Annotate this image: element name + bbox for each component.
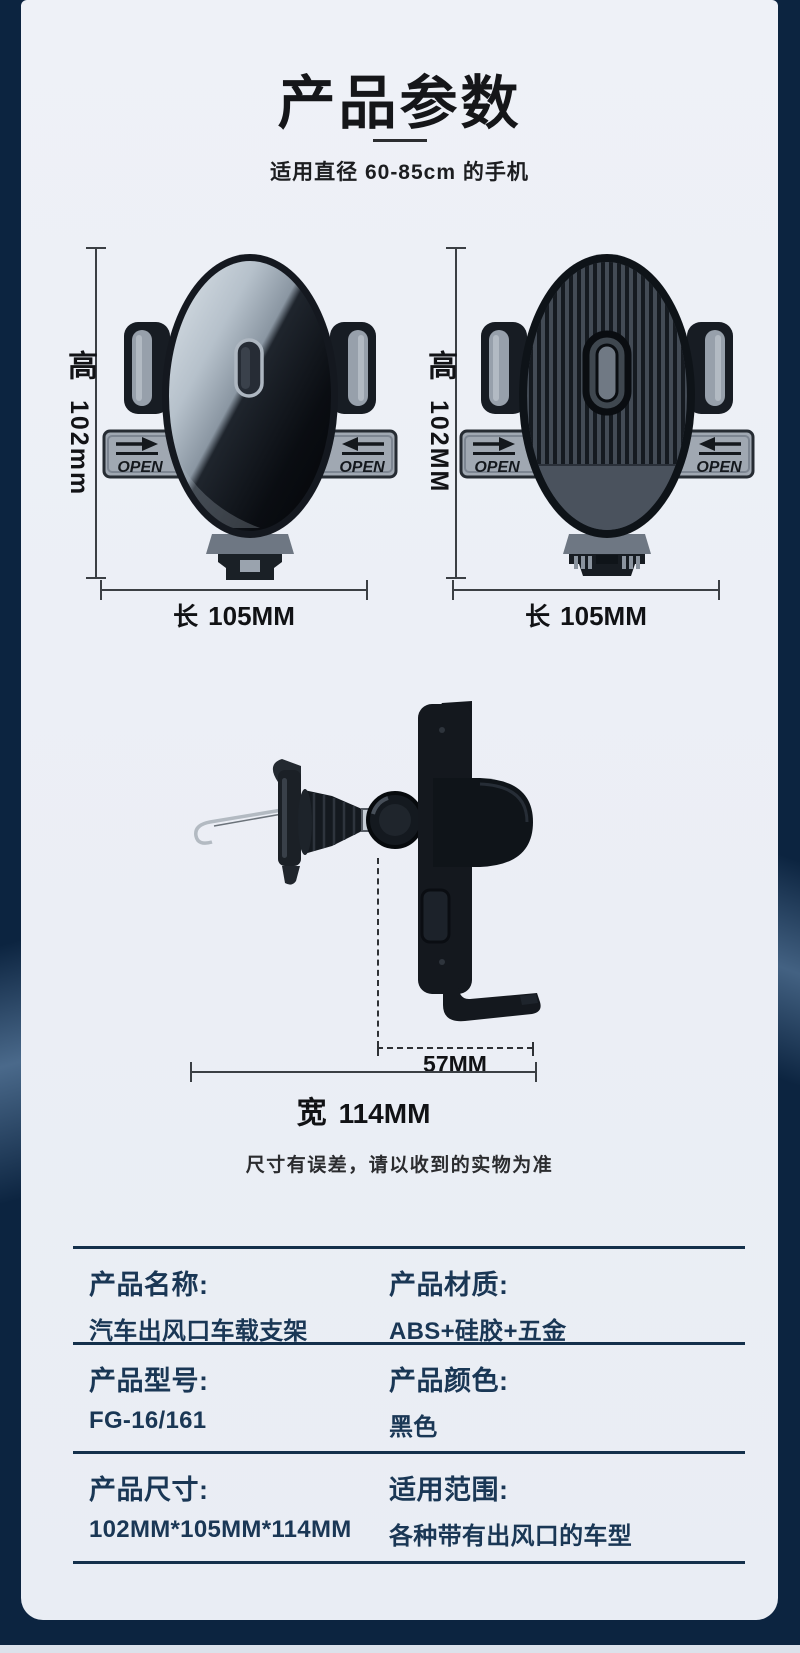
spec-cell-model: 产品型号: FG-16/161	[89, 1359, 389, 1451]
ball-joint-disc	[366, 791, 424, 849]
vent-clip	[272, 759, 301, 885]
side-view-illustration	[194, 701, 541, 1022]
depth-dimension-dashed-line	[377, 1042, 534, 1056]
vent-hook-wire	[194, 808, 283, 845]
front-cradle-face	[162, 254, 338, 538]
spec-value: 102MM*105MM*114MM	[89, 1516, 352, 1543]
width-dimension-line	[190, 1062, 537, 1082]
front-clamp-right	[330, 322, 376, 414]
back-length-char: 长	[525, 603, 551, 631]
back-length-dimension-line	[452, 580, 720, 600]
front-height-value: 102mm	[65, 400, 93, 497]
spec-label: 产品名称:	[89, 1270, 209, 1300]
frame-highlight-right	[777, 840, 800, 1100]
front-length-value: 105MM	[208, 601, 295, 631]
spec-label: 产品型号:	[89, 1366, 209, 1396]
title-underline	[372, 139, 427, 142]
open-label: OPEN	[474, 459, 520, 476]
spec-row-1: 产品名称: 汽车出风口车载支架 产品材质: ABS+硅胶+五金	[73, 1246, 745, 1345]
front-height-dimension-line	[86, 247, 106, 579]
spec-value: 汽车出风口车载支架	[89, 1318, 308, 1345]
back-height-dimension-line	[446, 247, 466, 579]
spec-table: 产品名称: 汽车出风口车载支架 产品材质: ABS+硅胶+五金 产品型号: FG…	[73, 1246, 745, 1564]
spec-label: 产品颜色:	[389, 1366, 509, 1396]
spec-value: FG-16/161	[89, 1407, 207, 1434]
spec-value: 各种带有出风口的车型	[389, 1523, 632, 1550]
spec-cell-material: 产品材质: ABS+硅胶+五金	[389, 1263, 745, 1346]
front-view-illustration: OPEN OPEN	[102, 254, 398, 580]
spec-cell-applicable-range: 适用范围: 各种带有出风口的车型	[389, 1468, 745, 1561]
back-length-label: 长 105MM	[452, 597, 720, 633]
spec-label: 产品尺寸:	[89, 1475, 209, 1505]
open-label: OPEN	[339, 459, 385, 476]
front-height-label: 高 102mm	[57, 350, 101, 497]
page-subtitle: 适用直径 60-85cm 的手机	[270, 161, 529, 184]
spec-label: 产品材质:	[389, 1270, 509, 1300]
open-label: OPEN	[696, 459, 742, 476]
spec-row-3: 产品尺寸: 102MM*105MM*114MM 适用范围: 各种带有出风口的车型	[73, 1451, 745, 1561]
release-latch	[420, 888, 451, 944]
front-length-label: 长 105MM	[100, 597, 368, 633]
frame-highlight-left	[0, 930, 21, 1230]
open-label: OPEN	[117, 459, 163, 476]
spec-cell-product-name: 产品名称: 汽车出风口车载支架	[89, 1263, 389, 1346]
front-base-clip	[206, 534, 294, 580]
back-view-illustration: OPEN OPEN	[459, 254, 755, 576]
next-section-strip	[0, 1645, 800, 1653]
size-disclaimer-note: 尺寸有误差，请以收到的实物为准	[245, 1155, 554, 1176]
spec-row-2: 产品型号: FG-16/161 产品颜色: 黑色	[73, 1342, 745, 1451]
back-height-char: 高	[423, 350, 456, 380]
spec-label: 适用范围:	[389, 1475, 509, 1505]
spec-cell-color: 产品颜色: 黑色	[389, 1359, 745, 1451]
front-length-char: 长	[173, 603, 199, 631]
back-height-value: 102MM	[425, 400, 453, 494]
spec-cell-size: 产品尺寸: 102MM*105MM*114MM	[89, 1468, 389, 1561]
spec-value: ABS+硅胶+五金	[389, 1318, 567, 1345]
content-card: 产品参数 适用直径 60-85cm 的手机 高 102mm	[21, 0, 778, 1620]
width-label: 宽 114MM	[190, 1088, 537, 1132]
cradle-profile-body	[418, 701, 541, 1022]
depth-dimension-dashed-vertical	[377, 858, 379, 1047]
width-value: 114MM	[338, 1098, 431, 1129]
bottom-hook-foot	[443, 982, 541, 1022]
spec-value: 黑色	[389, 1414, 438, 1441]
vent-grip-cone	[298, 789, 362, 855]
front-height-char: 高	[63, 350, 96, 380]
back-clamp-left	[481, 322, 527, 414]
back-base-clip	[563, 534, 651, 576]
back-length-value: 105MM	[560, 601, 647, 631]
back-height-label: 高 102MM	[417, 350, 461, 494]
back-cradle-shell	[519, 254, 695, 538]
depth-label: 57MM	[423, 1051, 487, 1077]
width-char: 宽	[296, 1097, 327, 1130]
page-title: 产品参数	[277, 71, 522, 136]
front-length-dimension-line	[100, 580, 368, 600]
front-clamp-left	[124, 322, 170, 414]
back-clamp-right	[687, 322, 733, 414]
